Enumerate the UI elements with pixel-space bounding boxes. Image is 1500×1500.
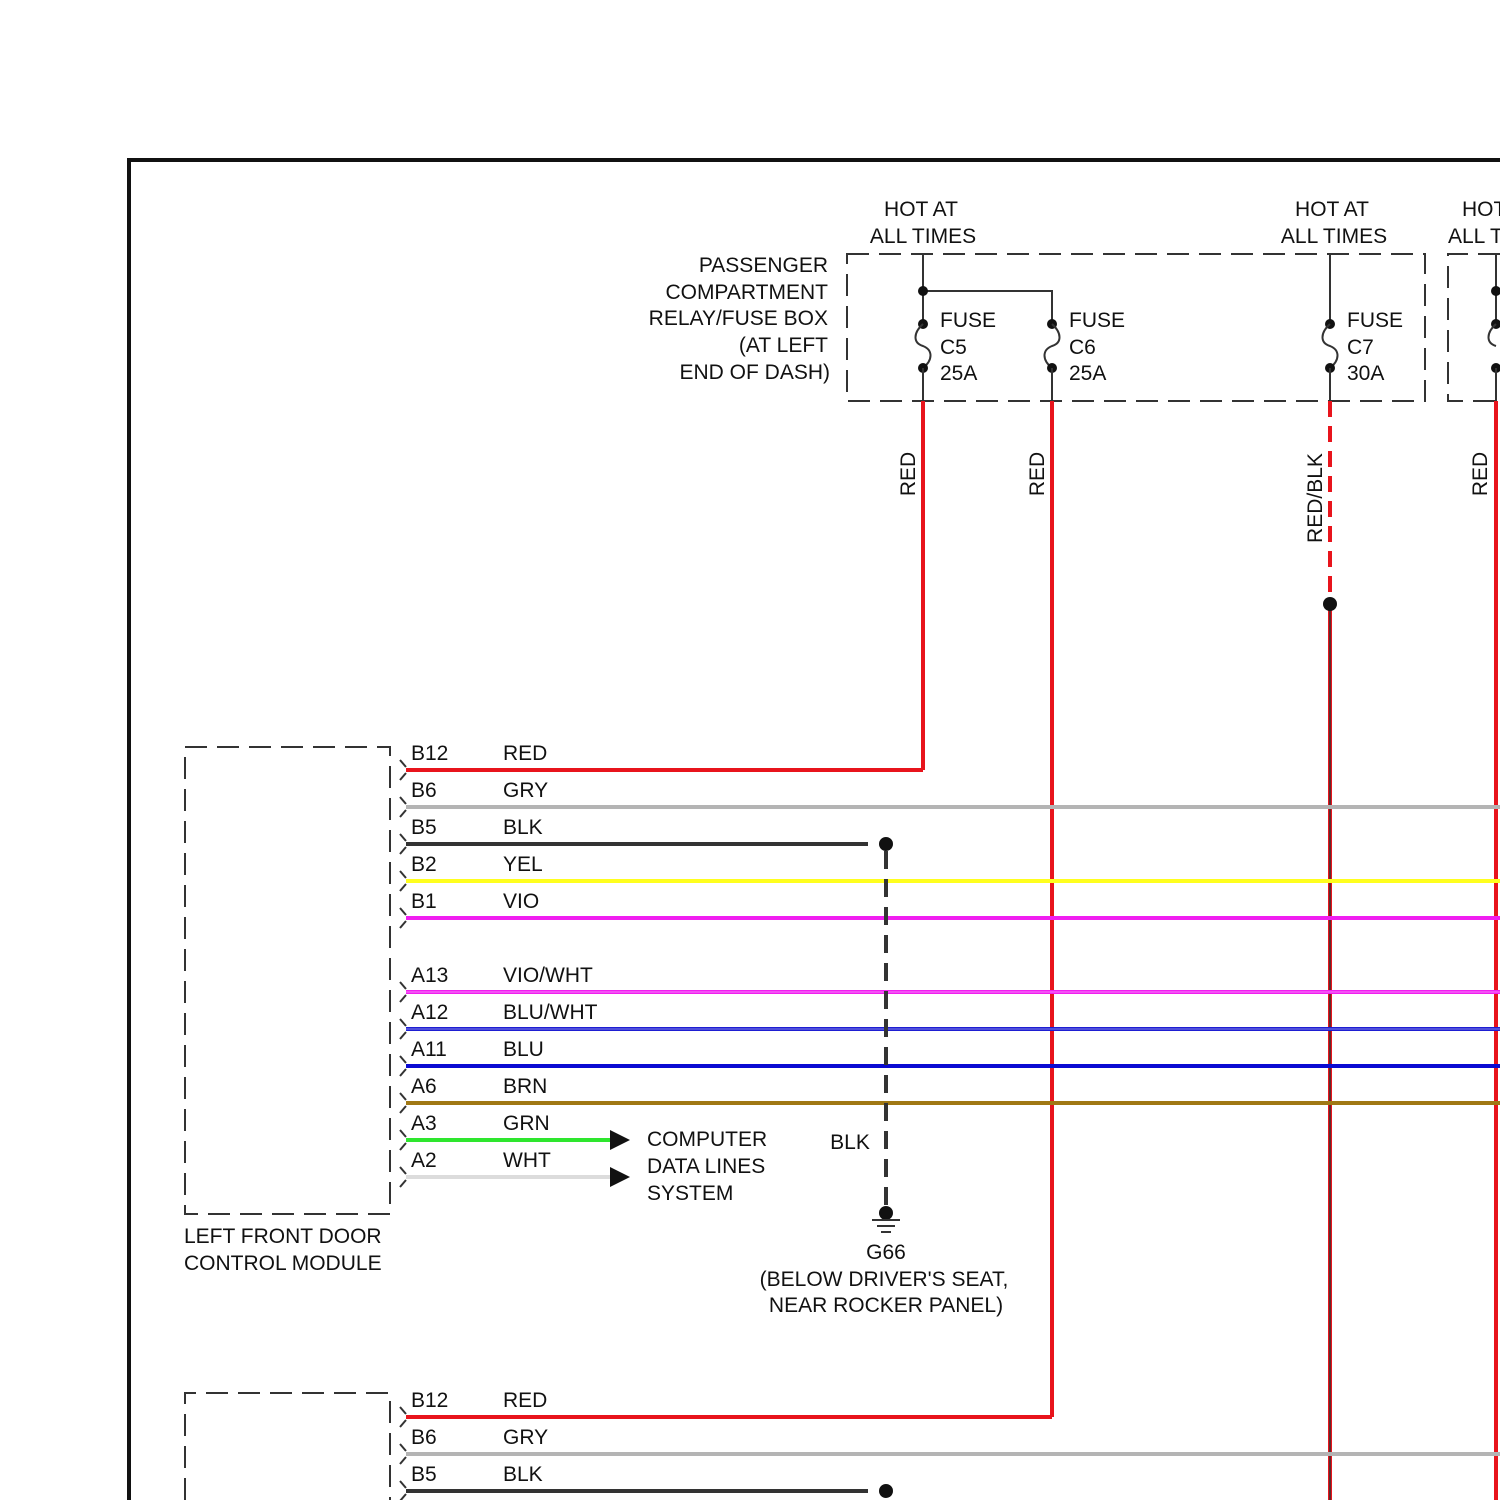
- module2-color-label-b6: GRY: [503, 1426, 548, 1449]
- module1-color-label-a6: BRN: [503, 1075, 547, 1098]
- module2-box-partial: [185, 1393, 390, 1500]
- module1-connector-a2: [400, 1167, 406, 1187]
- ground-wire-label: BLK: [830, 1131, 870, 1154]
- module1-pin-label-a13: A13: [411, 964, 448, 987]
- ground-splice-dot: [879, 837, 893, 851]
- module1-pin-label-a2: A2: [411, 1149, 437, 1172]
- ground-location-line2: NEAR ROCKER PANEL): [769, 1294, 1003, 1317]
- data-line-arrow-grn: [610, 1130, 630, 1150]
- module2-pin-label-b12: B12: [411, 1389, 448, 1412]
- fuse-box-label-line2: COMPARTMENT: [665, 281, 828, 304]
- module1-pin-label-b12: B12: [411, 742, 448, 765]
- fuse-box-label-line5: END OF DASH): [679, 361, 830, 384]
- module1-connector-a3: [400, 1130, 406, 1150]
- wire-label-red-right: RED: [1469, 452, 1492, 496]
- hot-label-right-line1: HOT: [1462, 198, 1500, 221]
- fuse-outputs: [923, 368, 1496, 401]
- fuse-c6-symbol: [1045, 319, 1060, 373]
- fuse-c5-symbol: [916, 319, 931, 373]
- fuse-box-enclosure: [847, 254, 1425, 401]
- module2-pin-label-b6: B6: [411, 1426, 437, 1449]
- fuse-c5-label-line3: 25A: [940, 362, 977, 385]
- module1-connector-b1: [400, 908, 406, 928]
- module1-pin-label-b2: B2: [411, 853, 437, 876]
- fuse-c7-label-line2: C7: [1347, 336, 1374, 359]
- module1-pin-label-a3: A3: [411, 1112, 437, 1135]
- module2-color-label-b12: RED: [503, 1389, 547, 1412]
- wire-red-blk-splice-dot: [1323, 597, 1337, 611]
- wire-label-red-blk: RED/BLK: [1304, 453, 1327, 543]
- module1-connector-b6: [400, 797, 406, 817]
- module1-connector-a11: [400, 1056, 406, 1076]
- module1-connector-a13: [400, 982, 406, 1002]
- module1-pin-label-b1: B1: [411, 890, 437, 913]
- module2-pin-label-b5: B5: [411, 1463, 437, 1486]
- module2-ground-splice-dot: [879, 1484, 893, 1498]
- fuse-box-label-line1: PASSENGER: [699, 254, 828, 277]
- ground-terminal-dot: [879, 1206, 893, 1220]
- module2-connector-b6: [400, 1444, 406, 1464]
- module1-pin-label-a12: A12: [411, 1001, 448, 1024]
- module1-name-line1: LEFT FRONT DOOR: [184, 1225, 382, 1248]
- module1-pin-label-b5: B5: [411, 816, 437, 839]
- hot-label-middle-line2: ALL TIMES: [1281, 225, 1387, 248]
- ground-id: G66: [866, 1241, 906, 1264]
- fuse-c6-label-line2: C6: [1069, 336, 1096, 359]
- module1-color-label-a12: BLU/WHT: [503, 1001, 598, 1024]
- fuse-c6-label-line3: 25A: [1069, 362, 1106, 385]
- module1-name-line2: CONTROL MODULE: [184, 1252, 382, 1275]
- fuse-c5-label-line2: C5: [940, 336, 967, 359]
- module1-color-label-a13: VIO/WHT: [503, 964, 593, 987]
- ground-symbol: [872, 1220, 900, 1232]
- module2-connector-b12: [400, 1407, 406, 1427]
- hot-label-left-line2: ALL TIMES: [870, 225, 976, 248]
- data-line-arrow-wht: [610, 1167, 630, 1187]
- wire-label-red-c5: RED: [897, 452, 920, 496]
- module1-connector-b2: [400, 871, 406, 891]
- module2-connector-b5: [400, 1481, 406, 1500]
- ground-location-line1: (BELOW DRIVER'S SEAT,: [760, 1268, 1009, 1291]
- fuse-c7-label-line1: FUSE: [1347, 309, 1403, 332]
- module1-color-label-b5: BLK: [503, 816, 543, 839]
- fuse-c6-label-line1: FUSE: [1069, 309, 1125, 332]
- module1-connector-b5: [400, 834, 406, 854]
- module1-pin-label-a11: A11: [411, 1038, 447, 1061]
- module1-color-label-b6: GRY: [503, 779, 548, 802]
- module2-color-label-b5: BLK: [503, 1463, 543, 1486]
- fuse-box-label-line4: (AT LEFT: [739, 334, 828, 357]
- module1-connector-a12: [400, 1019, 406, 1039]
- module1-color-label-b1: VIO: [503, 890, 539, 913]
- module1-color-label-a3: GRN: [503, 1112, 550, 1135]
- data-lines-label-line2: DATA LINES: [647, 1155, 765, 1178]
- fuse-right-symbol-partial: [1489, 286, 1500, 373]
- module1-pin-label-b6: B6: [411, 779, 437, 802]
- module1-connector-b12: [400, 760, 406, 780]
- module1-connector-a6: [400, 1093, 406, 1113]
- data-lines-label-line3: SYSTEM: [647, 1182, 733, 1205]
- fuse-c5-label-line1: FUSE: [940, 309, 996, 332]
- fuse-c7-symbol: [1323, 319, 1338, 373]
- wire-label-red-c6: RED: [1026, 452, 1049, 496]
- splice-dot: [918, 286, 928, 296]
- fuse-c7-label-line3: 30A: [1347, 362, 1384, 385]
- module1-color-label-b12: RED: [503, 742, 547, 765]
- hot-label-left-line1: HOT AT: [884, 198, 958, 221]
- module1-color-label-a2: WHT: [503, 1149, 551, 1172]
- module2-pin-wires: B12 RED B6 GRY B5 BLK: [400, 1389, 1500, 1500]
- module1-color-label-b2: YEL: [503, 853, 543, 876]
- module1-pin-label-a6: A6: [411, 1075, 437, 1098]
- data-lines-label-line1: COMPUTER: [647, 1128, 767, 1151]
- left-front-door-control-module-box: [185, 747, 390, 1214]
- fuse-box-label-line3: RELAY/FUSE BOX: [649, 307, 828, 330]
- hot-label-middle-line1: HOT AT: [1295, 198, 1369, 221]
- hot-label-right-line2: ALL T: [1448, 225, 1500, 248]
- module1-color-label-a11: BLU: [503, 1038, 544, 1061]
